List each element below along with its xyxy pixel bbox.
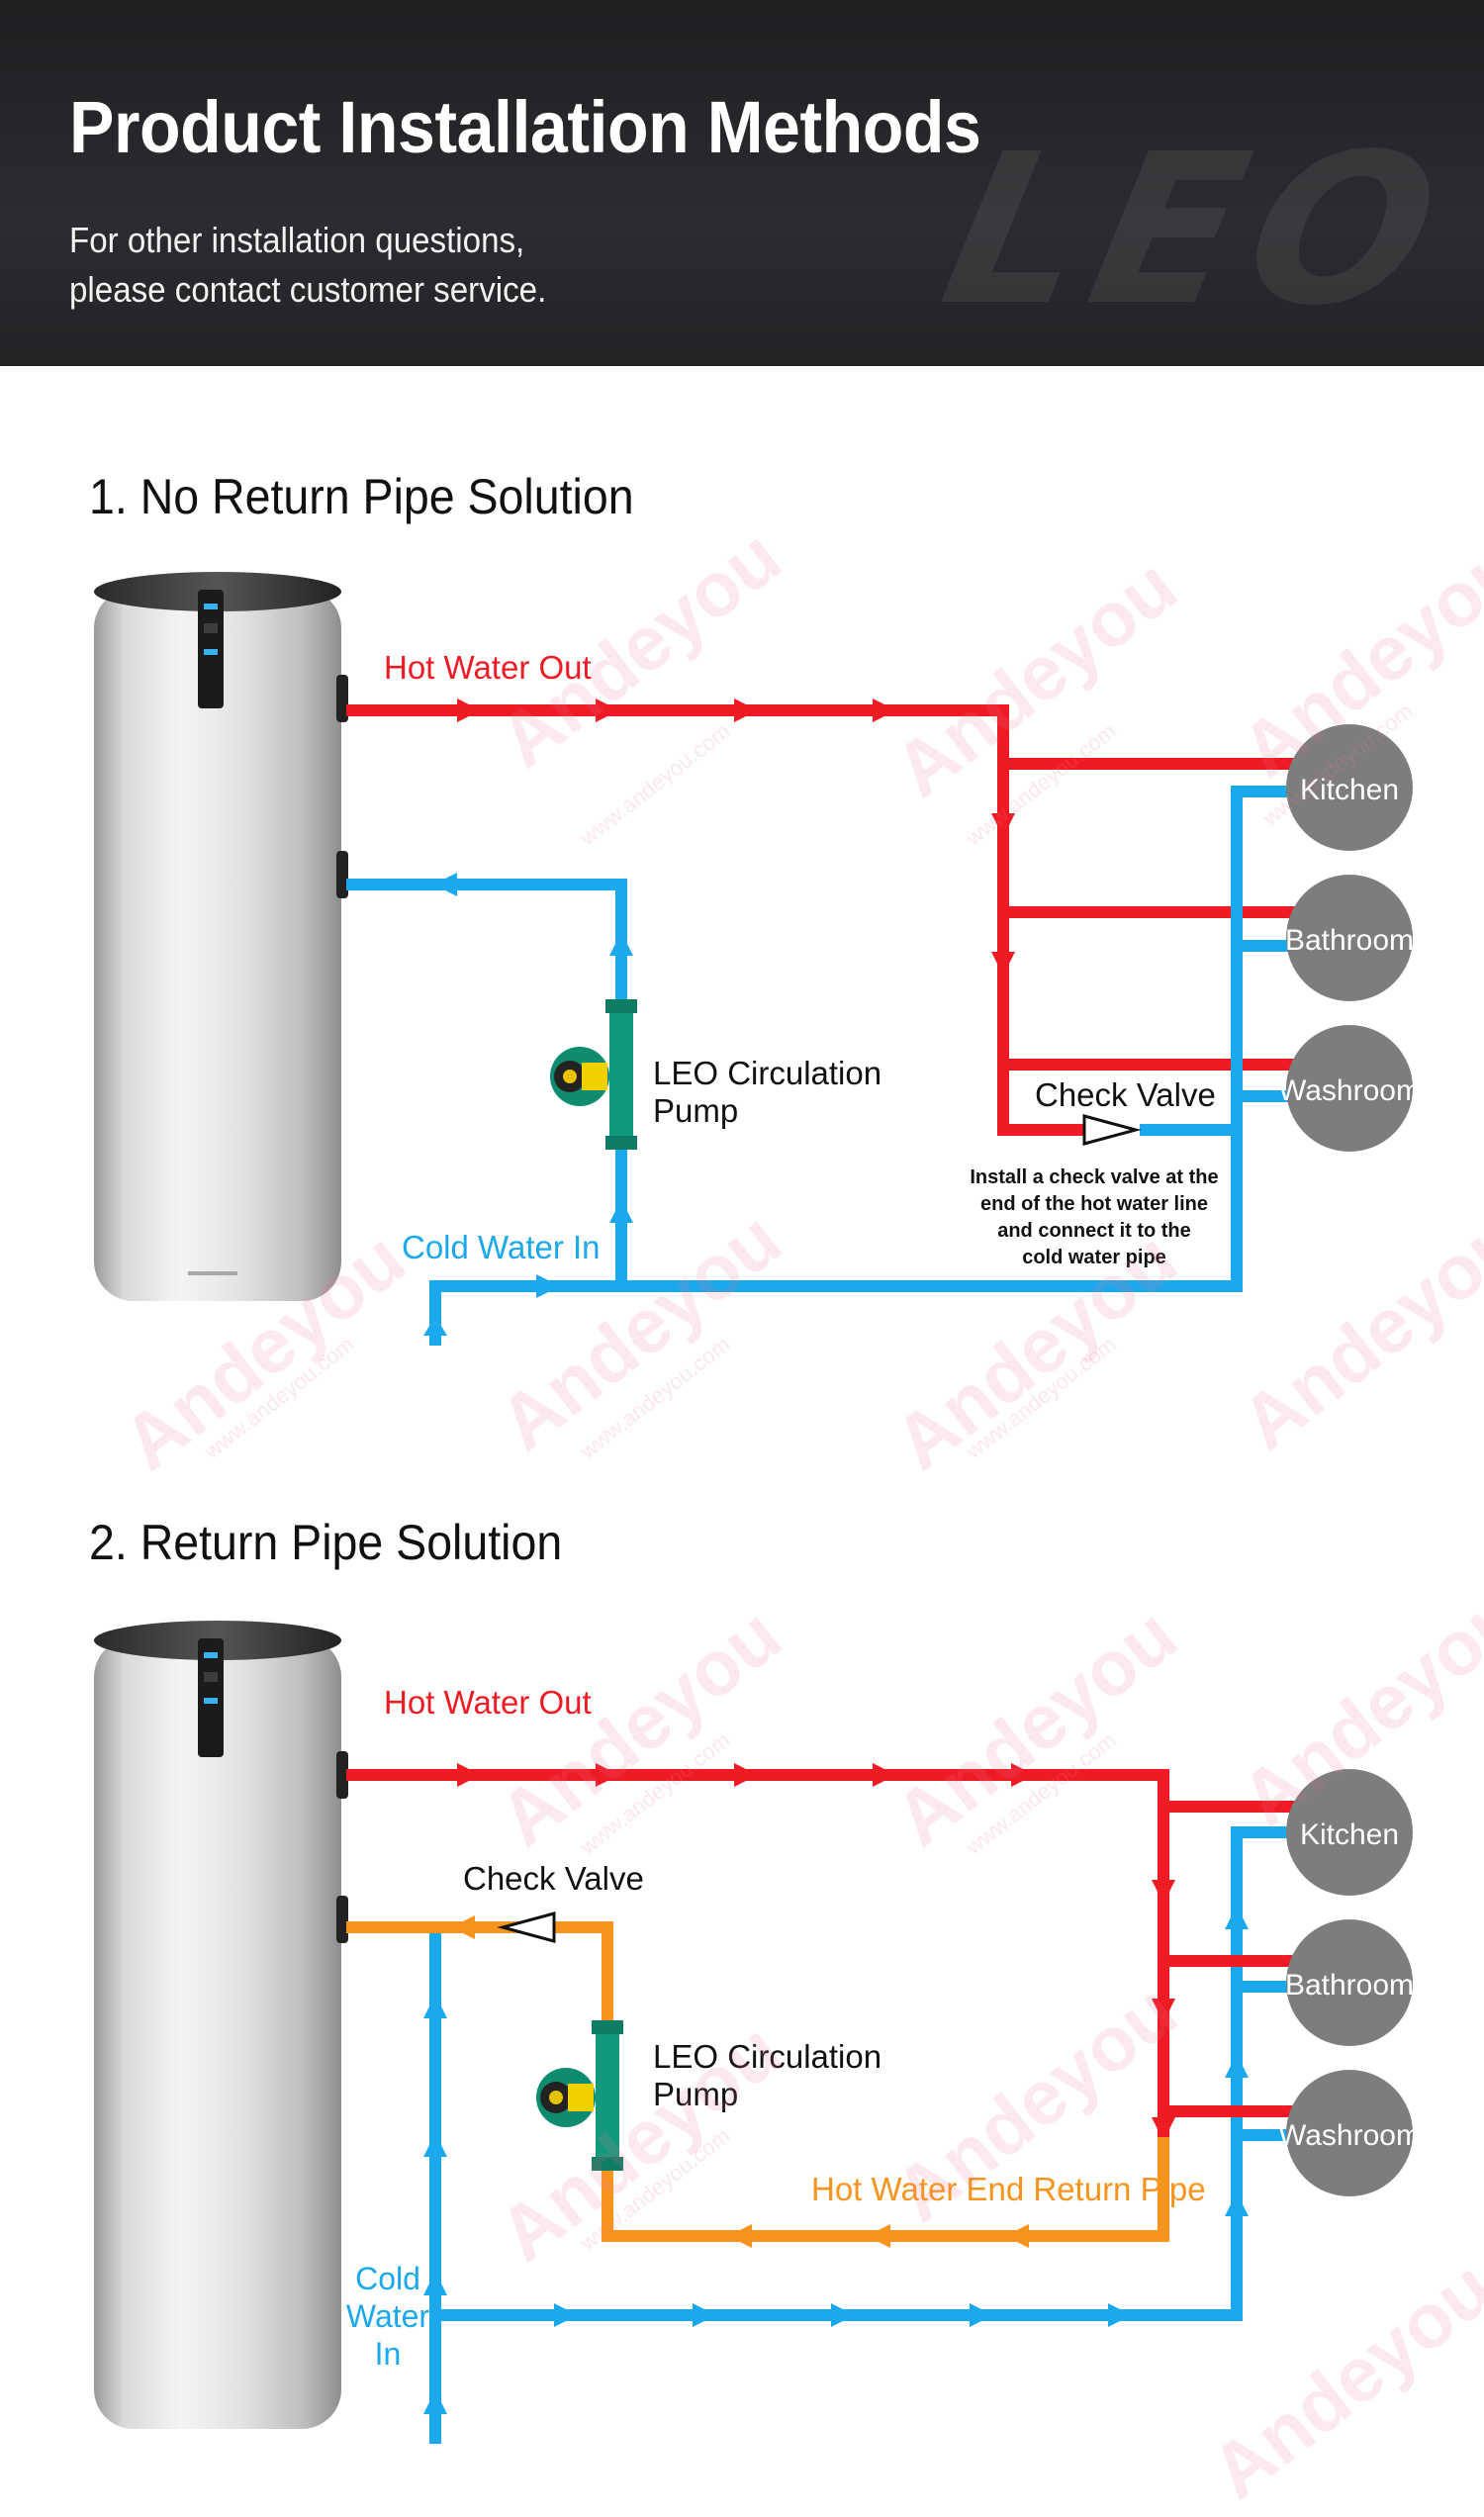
diagram-no-return: Kitchen Bathroom Washroom Hot Water Out … (94, 572, 1421, 1346)
outlet-label: Bathroom (1285, 1969, 1414, 2002)
hot-water-pipe (346, 704, 1306, 1136)
note-line3: and connect it to the (997, 1220, 1191, 1242)
outlet-bathroom: Bathroom (1285, 875, 1414, 1001)
brand-logo: LEO (926, 109, 1471, 351)
cold-water-in-label: Cold Water In (402, 1229, 601, 1265)
outlet-kitchen: Kitchen (1286, 1769, 1413, 1896)
hot-outlet-connector (336, 1751, 348, 1799)
outlet-label: Washroom (1278, 1074, 1421, 1107)
note-line1: Install a check valve at the (970, 1166, 1218, 1188)
header-subtitle-line1: For other installation questions, (69, 220, 525, 260)
diagram-return-pipe: Kitchen Bathroom Washroom Hot Water Out … (94, 1621, 1421, 2444)
outlet-label: Washroom (1278, 2119, 1421, 2152)
pump-label-line1: LEO Circulation (653, 2038, 881, 2075)
hot-outlet-connector (336, 675, 348, 722)
water-heater-tank (94, 1621, 341, 2429)
circulation-pump (550, 999, 637, 1150)
return-inlet-connector (336, 1896, 348, 1943)
outlet-washroom: Washroom (1278, 1025, 1421, 1152)
return-flow-arrows (451, 1915, 1029, 2248)
section2-title: 2. Return Pipe Solution (89, 1515, 563, 1570)
hot-flow-arrows (457, 699, 1015, 976)
cold-inlet-connector (336, 851, 348, 898)
hot-water-pipe (346, 1769, 1306, 2137)
cold-water-in-label-line2: Water (346, 2298, 430, 2334)
pump-label-line1: LEO Circulation (653, 1055, 881, 1091)
hot-water-out-label: Hot Water Out (384, 1684, 592, 1721)
outlet-label: Kitchen (1300, 1818, 1399, 1851)
cold-water-in-label-line1: Cold (355, 2261, 420, 2296)
check-valve (1082, 1114, 1142, 1146)
header-banner: LEO Product Installation Methods For oth… (0, 0, 1484, 366)
hot-flow-arrows (457, 1763, 1175, 2141)
check-valve-label: Check Valve (463, 1860, 644, 1897)
outlet-washroom: Washroom (1278, 2070, 1421, 2196)
header-subtitle-line2: please contact customer service. (69, 269, 547, 310)
outlet-bathroom: Bathroom (1285, 1919, 1414, 2046)
circulation-pump (536, 2020, 623, 2171)
return-pipe-label: Hot Water End Return Pipe (811, 2171, 1206, 2207)
cold-water-in-label-line3: In (375, 2336, 402, 2372)
cold-flow-arrows (423, 873, 633, 1336)
section1-title: 1. No Return Pipe Solution (89, 469, 634, 524)
check-valve-label: Check Valve (1035, 1076, 1216, 1113)
pump-label-line2: Pump (653, 2076, 738, 2112)
pump-label-line2: Pump (653, 1092, 738, 1129)
check-valve (497, 1911, 556, 1943)
note-line4: cold water pipe (1022, 1247, 1166, 1268)
outlet-label: Kitchen (1300, 774, 1399, 806)
hot-water-out-label: Hot Water Out (384, 649, 592, 686)
note-line2: end of the hot water line (980, 1193, 1208, 1215)
outlet-kitchen: Kitchen (1286, 724, 1413, 851)
page-title: Product Installation Methods (69, 86, 981, 168)
outlet-label: Bathroom (1285, 924, 1414, 957)
water-heater-tank (94, 572, 341, 1301)
cold-flow-arrows (423, 1906, 1249, 2414)
